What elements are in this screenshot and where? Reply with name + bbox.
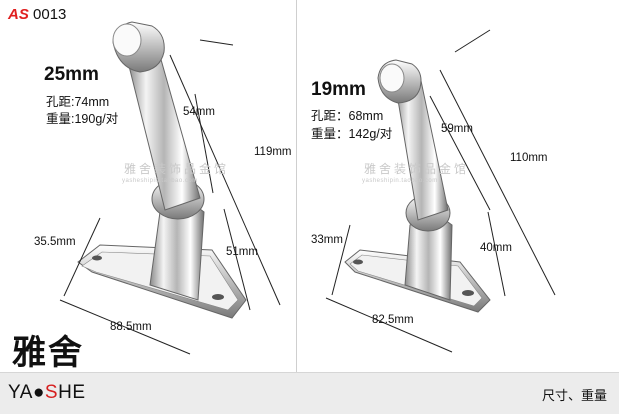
watermark-left: 雅舍装饰品金馆 xyxy=(124,162,230,176)
brand-en-s: S xyxy=(44,382,59,403)
left-weight: 重量:190g/对 xyxy=(46,112,119,126)
product-code: AS 0013 xyxy=(8,6,66,23)
left-bracket-drawing xyxy=(77,21,247,319)
left-dimension-lines xyxy=(59,39,281,355)
left-size-title: 25mm xyxy=(44,64,99,85)
product-code-number: 0013 xyxy=(33,6,67,23)
left-dim-51: 51mm xyxy=(226,246,258,258)
product-code-prefix: AS xyxy=(8,6,29,23)
right-hole-spacing: 孔距：68mm xyxy=(311,109,384,123)
brand-logo-english: YA●SHE xyxy=(8,382,86,404)
watermark-right: 雅舍装饰品金馆 xyxy=(364,162,470,176)
right-weight: 重量：142g/对 xyxy=(311,127,393,141)
watermark-right-sub: yasheshipin.taobao.com xyxy=(362,178,438,184)
panel-divider xyxy=(296,0,297,372)
right-size-title: 19mm xyxy=(311,79,366,100)
right-bracket-drawing xyxy=(344,59,491,313)
right-dimension-lines xyxy=(325,29,556,353)
brand-logo-chinese: 雅舍 xyxy=(12,333,84,373)
right-dim-59: 59mm xyxy=(441,123,473,135)
left-dim-35-5: 35.5mm xyxy=(34,236,76,248)
product-illustration xyxy=(59,21,556,355)
brand-dot-icon: ● xyxy=(32,382,45,403)
right-dim-40: 40mm xyxy=(480,242,512,254)
footer-bar: YA●SHE 尺寸、重量 xyxy=(0,372,619,414)
left-dim-119: 119mm xyxy=(254,146,292,158)
right-dim-82-5: 82.5mm xyxy=(372,314,414,326)
right-dim-33: 33mm xyxy=(311,234,343,246)
left-hole-spacing: 孔距:74mm xyxy=(46,95,110,109)
left-dim-54: 54mm xyxy=(183,106,215,118)
brand-en-part2: HE xyxy=(58,382,86,403)
left-dim-88-5: 88.5mm xyxy=(110,321,152,333)
right-dim-110: 110mm xyxy=(510,152,548,164)
brand-en-part1: YA xyxy=(8,382,33,403)
footer-section-label: 尺寸、重量 xyxy=(541,388,607,403)
watermark-left-sub: yasheshipin.taobao.com xyxy=(122,178,198,184)
